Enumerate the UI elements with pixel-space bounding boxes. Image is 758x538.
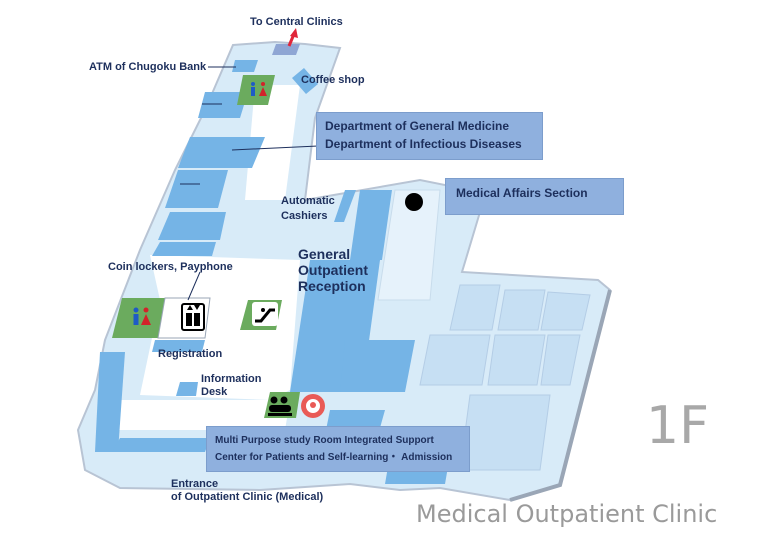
info-line2: Desk — [201, 386, 228, 398]
room-west-4 — [158, 212, 226, 240]
room-east-4 — [419, 334, 491, 386]
building-name: Medical Outpatient Clinic — [416, 500, 718, 528]
information-desk-label: Information Desk — [201, 373, 262, 399]
room-west-5 — [152, 242, 216, 256]
room-light-center — [377, 189, 441, 301]
info-line1: Information — [201, 373, 262, 385]
room-cashiers — [334, 190, 356, 222]
escalator-icon — [252, 302, 278, 326]
room-top — [272, 44, 300, 55]
entrance-line1: Entrance — [171, 478, 219, 490]
reception-line3: Reception — [298, 278, 366, 294]
room-west-3 — [165, 170, 228, 208]
location-marker-icon — [405, 193, 423, 211]
room-east-6 — [540, 334, 581, 386]
building-edge — [509, 289, 612, 502]
room-registration — [152, 340, 205, 352]
corridor-south — [100, 400, 290, 430]
room-southwest — [95, 352, 125, 452]
room-east-1 — [449, 284, 501, 331]
coin-lockers-label: Coin lockers, Payphone — [108, 261, 233, 273]
leader-general-medicine — [231, 145, 319, 151]
restroom-icon — [133, 307, 151, 325]
consultation-icon — [268, 396, 292, 416]
room-east-5 — [487, 334, 546, 386]
general-medicine-line1: Department of General Medicine — [325, 119, 510, 133]
medical-affairs-callout[interactable]: Medical Affairs Section — [445, 178, 624, 215]
study-room-line1: Multi Purpose study Room Integrated Supp… — [215, 435, 434, 446]
infectious-diseases-line2: Department of Infectious Diseases — [325, 137, 522, 151]
to-central-clinics-label[interactable]: To Central Clinics — [250, 16, 343, 28]
exit-arrow-icon — [287, 28, 298, 47]
corridor-main — [140, 255, 300, 400]
room-west-1 — [198, 92, 248, 118]
reception-line2: Outpatient — [298, 262, 368, 278]
registration-label: Registration — [158, 348, 223, 360]
restroom-area-north — [237, 75, 275, 105]
coffee-shop-label: Coffee shop — [301, 74, 365, 86]
general-medicine-callout[interactable]: Department of General Medicine Departmen… — [316, 112, 543, 160]
corridor-north — [245, 85, 300, 200]
reception-line1: General — [298, 246, 351, 262]
room-atm — [232, 60, 258, 72]
cashiers-line1: Automatic — [281, 195, 335, 207]
leader-coin-lockers — [187, 271, 201, 301]
nursing-room-icon — [301, 394, 325, 418]
entrance-line2: of Outpatient Clinic (Medical) — [171, 491, 324, 503]
room-south-1 — [112, 438, 210, 452]
study-room-line2: Center for Patients and Self-learning・ A… — [215, 452, 453, 463]
general-outpatient-reception-label: General Outpatient Reception — [298, 246, 368, 294]
entrance-label: Entrance of Outpatient Clinic (Medical) — [171, 478, 323, 504]
atm-label: ATM of Chugoku Bank — [89, 61, 207, 73]
room-coffee — [292, 68, 318, 94]
room-west-2 — [178, 137, 265, 168]
room-east-2 — [497, 289, 546, 331]
automatic-cashiers-label: Automatic Cashiers — [281, 194, 335, 224]
room-reception-south — [340, 340, 415, 392]
room-info-desk — [176, 382, 198, 396]
room-reception-top — [350, 190, 392, 260]
study-room-callout[interactable]: Multi Purpose study Room Integrated Supp… — [206, 426, 470, 472]
restroom-icon — [251, 82, 267, 96]
floor-number: 1F — [646, 396, 709, 456]
elevator-icon — [181, 303, 205, 331]
cashiers-line2: Cashiers — [281, 210, 328, 222]
room-east-3 — [540, 291, 591, 331]
room-east-7 — [459, 394, 551, 471]
